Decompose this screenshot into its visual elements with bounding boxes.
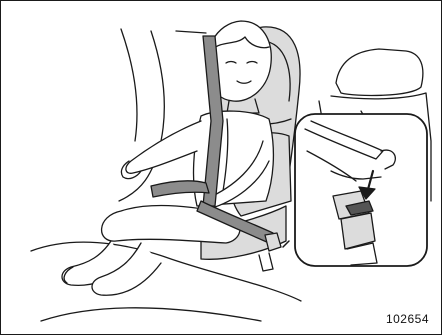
figure-code: 102654 [386,312,429,326]
